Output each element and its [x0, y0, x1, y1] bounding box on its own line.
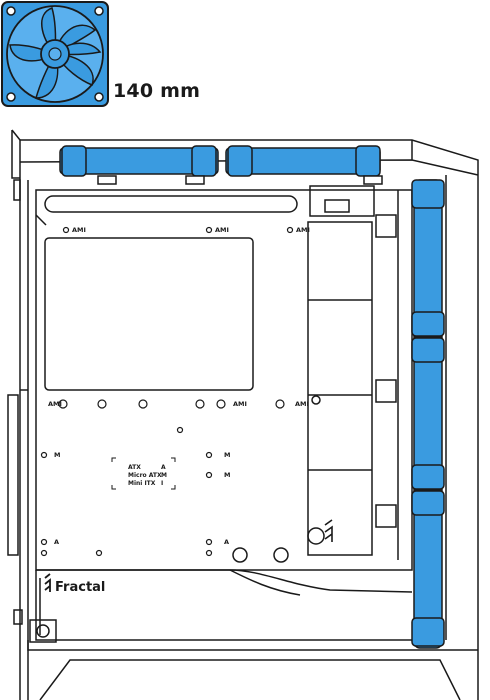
fan-hub-center: [48, 47, 62, 61]
brand-text: Fractal: [55, 580, 105, 595]
case-outline: [7, 129, 479, 700]
label-a-1: A: [54, 538, 59, 546]
standoffs: [40, 226, 294, 557]
legend-itx-code: I: [161, 480, 163, 487]
label-m-3: M: [224, 471, 230, 479]
top-fans: [59, 145, 383, 185]
form-factor-legend: ATX A Micro ATX M Mini ITX I: [111, 457, 176, 490]
fan-thumbnail: [1, 1, 109, 107]
label-ami-6: AMI: [295, 400, 309, 408]
label-a-2: A: [224, 538, 229, 546]
fan-mount-hole: [6, 92, 16, 102]
top-fan-left: [59, 147, 219, 175]
brand-mark-icon: [44, 573, 51, 592]
fan-mount-hole: [94, 6, 104, 16]
label-ami-1: AMI: [72, 226, 86, 234]
brand-logo: Fractal: [44, 573, 105, 595]
cage-mark-icon: [324, 519, 333, 542]
label-ami-5: AMI: [233, 400, 247, 408]
front-fan-frame: [413, 179, 443, 649]
label-ami-4: AMI: [48, 400, 62, 408]
fan-mount-hole: [6, 6, 16, 16]
label-m-2: M: [224, 451, 230, 459]
legend-matx-name: Micro ATX: [128, 472, 162, 479]
legend-matx-code: M: [161, 472, 167, 479]
fan-mount-hole: [94, 92, 104, 102]
label-ami-2: AMI: [215, 226, 229, 234]
screw-labels: AMI AMI AMI AMI AMI AMI M M M A A: [48, 226, 310, 546]
front-fans: [411, 179, 445, 649]
fan-size-label: 140 mm: [113, 80, 201, 102]
label-ami-3: AMI: [296, 226, 310, 234]
legend-itx-name: Mini ITX: [128, 480, 156, 487]
label-m-1: M: [54, 451, 60, 459]
legend-atx-name: ATX: [128, 464, 141, 471]
legend-atx-code: A: [161, 464, 166, 471]
